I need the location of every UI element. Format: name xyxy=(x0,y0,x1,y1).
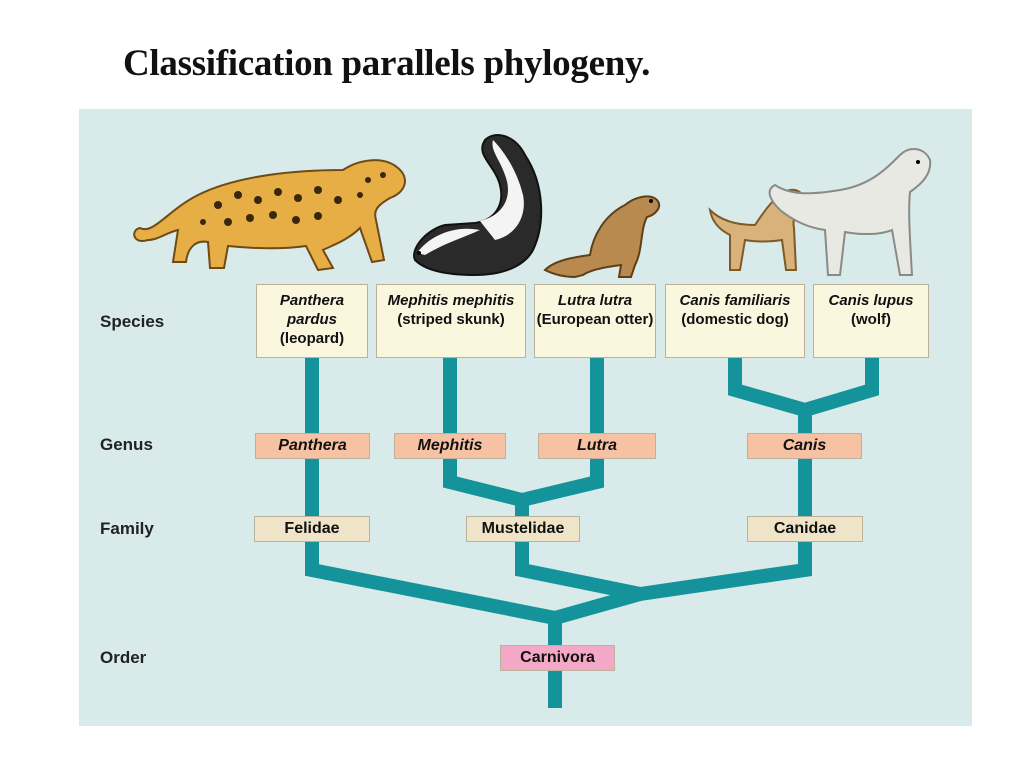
species-box-leopard: Panthera pardus (leopard) xyxy=(256,284,368,358)
branch-mephitis xyxy=(443,358,524,507)
species-scientific-name: Panthera pardus xyxy=(279,292,345,328)
genus-box-lutra: Lutra xyxy=(538,433,656,459)
slide-title: Classification parallels phylogeny. xyxy=(123,43,651,84)
rank-label-family: Family xyxy=(100,519,154,538)
genus-box-mephitis: Mephitis xyxy=(394,433,506,459)
species-common-name: (European otter) xyxy=(536,311,654,328)
branch-canidae xyxy=(638,410,812,601)
species-common-name: (striped skunk) xyxy=(397,311,505,328)
wolf-illustration xyxy=(768,148,932,276)
species-scientific-name: Mephitis mephitis xyxy=(387,292,515,309)
species-common-name: (wolf) xyxy=(851,311,891,328)
species-scientific-name: Lutra lutra xyxy=(557,292,633,309)
otter-illustration xyxy=(543,195,661,279)
family-box-canidae: Canidae xyxy=(747,516,863,542)
rank-label-genus: Genus xyxy=(100,435,153,454)
species-scientific-name: Canis lupus xyxy=(828,292,914,309)
species-box-wolf: Canis lupus (wolf) xyxy=(813,284,929,358)
branch-caniformia xyxy=(553,587,642,625)
branch-wolf xyxy=(802,358,879,417)
species-common-name: (leopard) xyxy=(279,330,345,347)
rank-label-species: Species xyxy=(100,312,165,331)
genus-box-canis: Canis xyxy=(747,433,862,459)
leopard-illustration xyxy=(133,159,406,272)
genus-box-panthera: Panthera xyxy=(255,433,370,459)
species-common-name: (domestic dog) xyxy=(681,311,789,328)
species-box-dog: Canis familiaris (domestic dog) xyxy=(665,284,805,358)
branch-dog xyxy=(728,358,807,417)
family-box-mustelidae: Mustelidae xyxy=(466,516,580,542)
species-box-otter: Lutra lutra (European otter) xyxy=(534,284,656,358)
branch-lutra xyxy=(520,358,604,507)
order-box-carnivora: Carnivora xyxy=(500,645,615,671)
branch-felidae xyxy=(305,358,557,625)
rank-label-order: Order xyxy=(100,648,147,667)
species-box-skunk: Mephitis mephitis (striped skunk) xyxy=(376,284,526,358)
family-box-felidae: Felidae xyxy=(254,516,370,542)
species-scientific-name: Canis familiaris xyxy=(679,292,791,309)
skunk-illustration xyxy=(413,134,543,277)
